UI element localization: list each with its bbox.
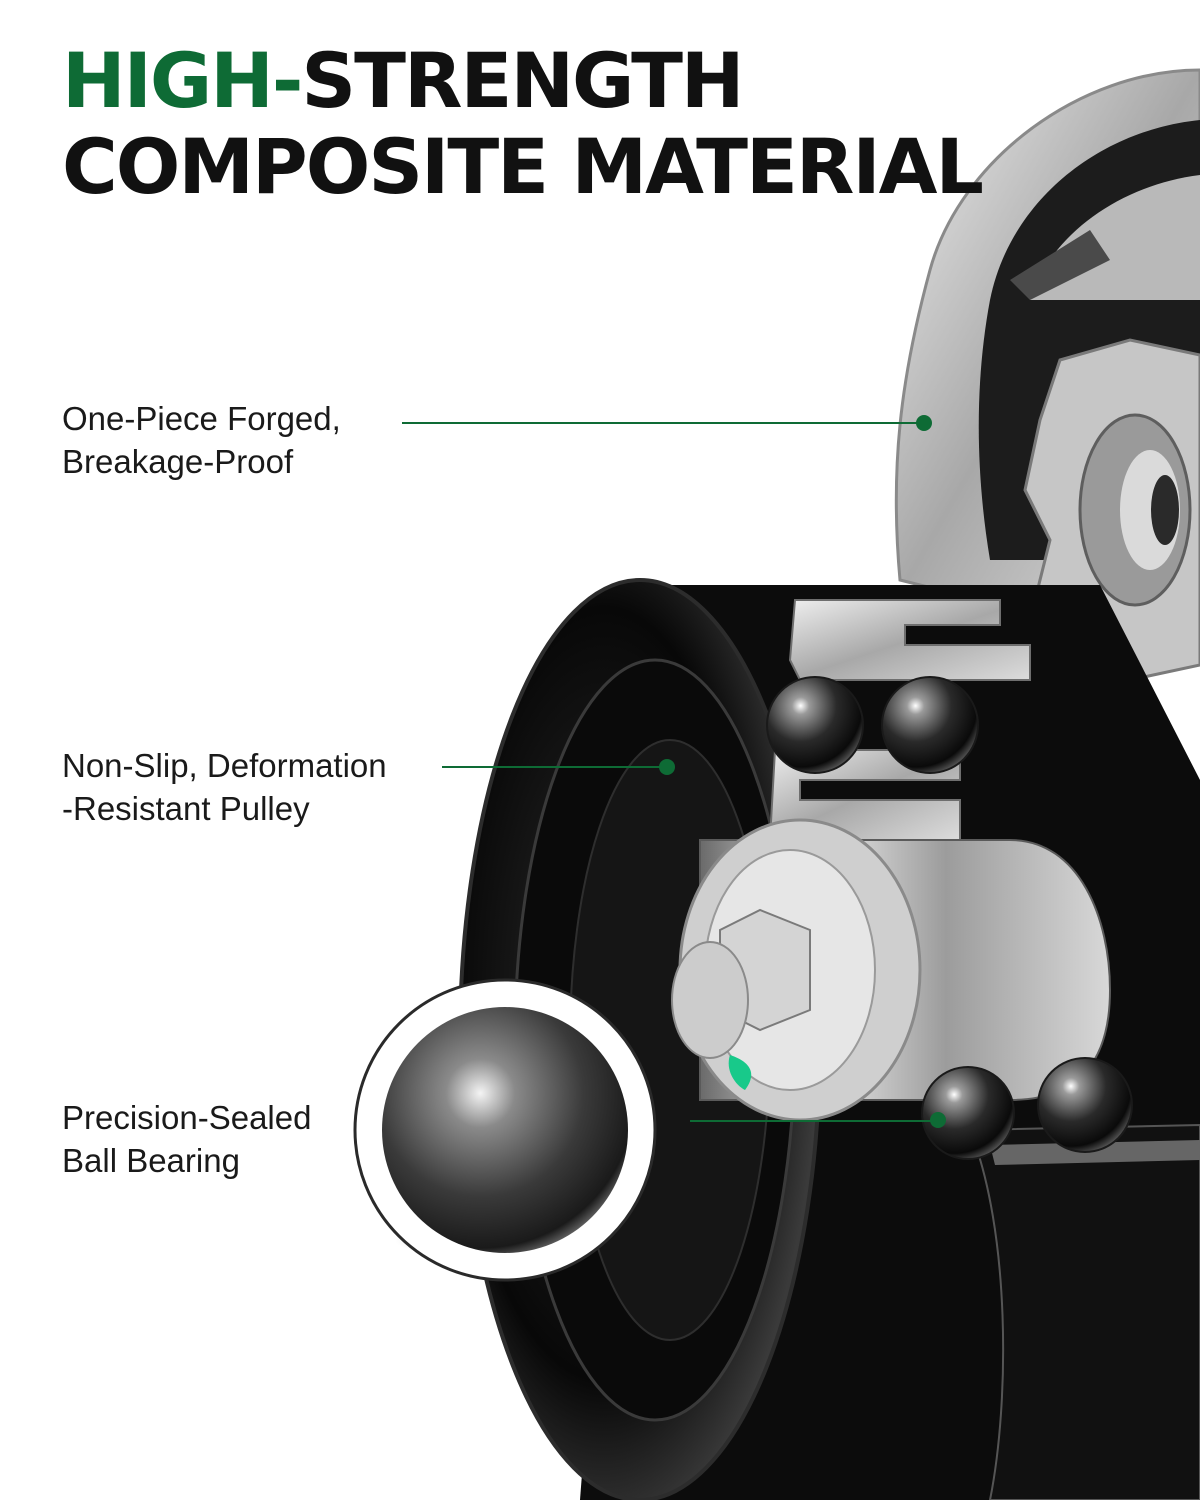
callout-bearing-line2: Ball Bearing: [62, 1142, 240, 1179]
callout-pulley: Non-Slip, Deformation -Resistant Pulley: [62, 744, 387, 830]
bearing-balls: [766, 676, 1133, 1160]
leader-line-forged: [402, 422, 924, 424]
leader-line-pulley: [442, 766, 667, 768]
leader-dot-pulley: [659, 759, 675, 775]
leader-dot-forged: [916, 415, 932, 431]
leader-line-bearing: [690, 1120, 938, 1122]
headline: HIGH-STRENGTH COMPOSITE MATERIAL: [62, 36, 984, 211]
callout-pulley-line2: -Resistant Pulley: [62, 790, 310, 827]
spindle-assembly: [671, 818, 1112, 1122]
headline-accent: HIGH-: [62, 36, 303, 125]
callout-bearing: Precision-Sealed Ball Bearing: [62, 1096, 311, 1182]
callout-forged-line1: One-Piece Forged,: [62, 400, 341, 437]
magnified-ball-inset: [353, 978, 657, 1282]
pulley-wheel: [458, 578, 1200, 1500]
headline-line1: STRENGTH: [301, 36, 744, 125]
headline-line2: COMPOSITE MATERIAL: [62, 122, 984, 211]
callout-forged-line2: Breakage-Proof: [62, 443, 294, 480]
leader-dot-bearing: [930, 1112, 946, 1128]
callout-pulley-line1: Non-Slip, Deformation: [62, 747, 387, 784]
callout-forged: One-Piece Forged, Breakage-Proof: [62, 397, 341, 483]
callout-bearing-line1: Precision-Sealed: [62, 1099, 312, 1136]
